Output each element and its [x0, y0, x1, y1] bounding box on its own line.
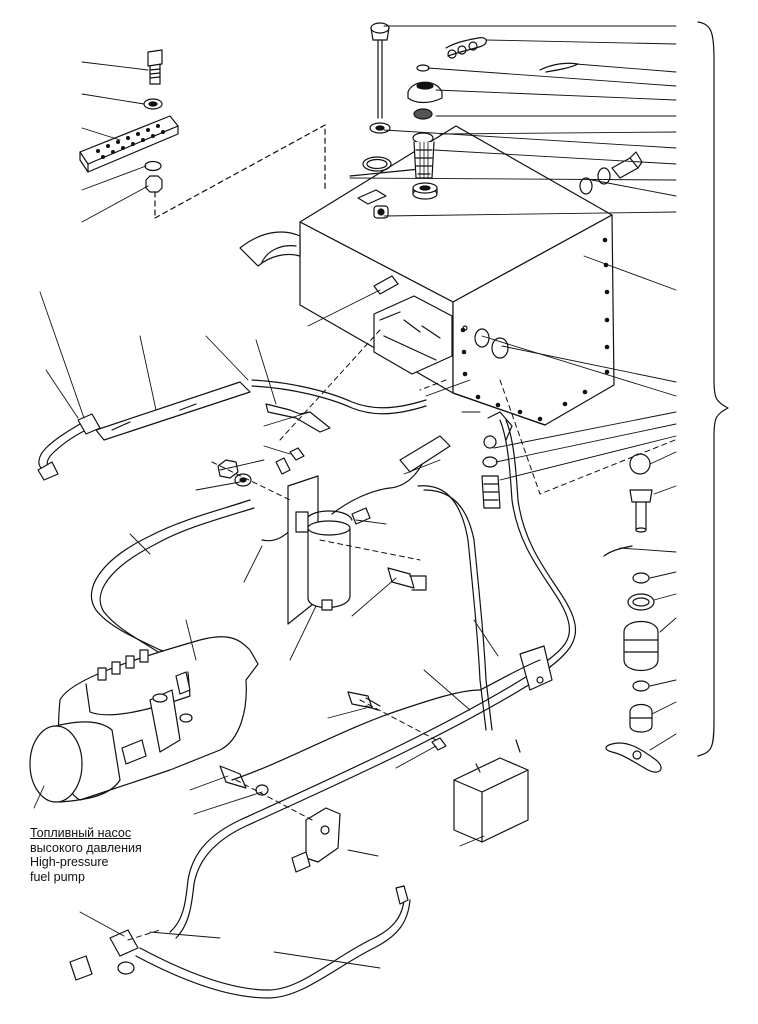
pump-caption: Топливный насос высокого давления High-p… — [30, 826, 142, 884]
tank-outlet-fittings — [374, 276, 508, 374]
caption-en-line1: High-pressure — [30, 855, 109, 869]
caption-ru-line1: Топливный насос — [30, 826, 132, 840]
fuel-lines — [38, 380, 576, 998]
tank-vent-fittings — [580, 152, 642, 194]
caption-ru-line2: высокого давления — [30, 840, 142, 855]
mounting-strap-bolt — [80, 50, 325, 218]
fuel-filter — [218, 404, 426, 624]
drain-valve-parts — [482, 412, 661, 772]
leader-lines — [34, 26, 676, 968]
assembly-brace — [698, 22, 728, 756]
lower-fittings — [70, 646, 552, 980]
assembly-dashed-lines — [128, 330, 675, 940]
injection-pump — [30, 637, 258, 802]
caption-en-line2: fuel pump — [30, 869, 85, 884]
